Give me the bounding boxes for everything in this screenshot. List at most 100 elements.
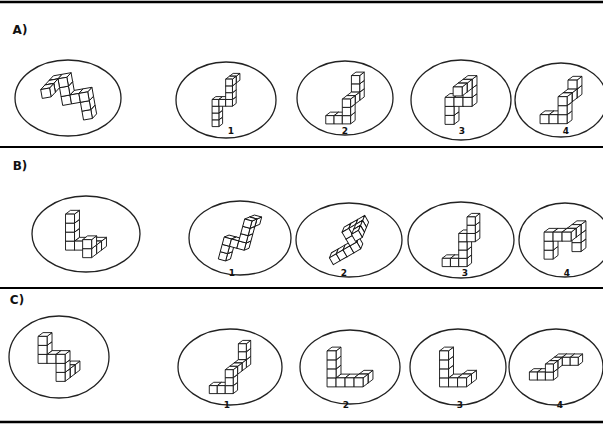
cube-face <box>544 241 553 250</box>
cube-figure <box>445 76 477 125</box>
cube-face <box>440 347 454 351</box>
cube-figure <box>440 347 477 387</box>
cube-figure <box>218 209 261 267</box>
figure-circle <box>178 329 282 405</box>
cube-figure <box>540 76 582 123</box>
cube-face <box>38 354 47 363</box>
cube-face <box>454 97 463 106</box>
cube-figure <box>544 221 586 259</box>
cube-face <box>558 115 567 124</box>
cube-face <box>38 336 47 345</box>
cube-figure <box>39 70 98 127</box>
cube-face <box>56 351 70 355</box>
cube-face <box>66 241 75 250</box>
cube-face <box>463 97 472 106</box>
cube-face <box>334 116 342 124</box>
figure-circle <box>408 202 514 278</box>
cube-face <box>537 372 545 380</box>
cube-figure <box>529 354 582 380</box>
cube-face <box>345 378 354 387</box>
cube-face <box>226 99 233 106</box>
cube-face <box>342 116 350 124</box>
cube-face <box>56 363 65 372</box>
figure-circle <box>189 201 291 275</box>
cube-face <box>327 378 336 387</box>
cube-face <box>354 378 363 387</box>
cube-face <box>38 345 47 354</box>
cube-face <box>467 225 475 233</box>
option-number: 1 <box>224 401 230 410</box>
cube-face <box>467 233 475 241</box>
cube-face <box>459 258 467 266</box>
cube-face <box>544 232 553 241</box>
option-number: 2 <box>342 127 348 136</box>
cube-face <box>217 386 225 394</box>
separator-bar <box>0 287 603 289</box>
figure-circle <box>410 329 506 405</box>
cube-face <box>558 97 567 106</box>
figure-circle <box>176 62 276 138</box>
cube-face <box>66 214 75 223</box>
cube-face <box>327 347 341 351</box>
cube-face <box>41 88 51 98</box>
cube-face <box>467 217 475 225</box>
separator-bar <box>0 421 603 424</box>
cube-face <box>570 357 578 365</box>
cube-face <box>572 221 586 225</box>
cube-face <box>445 115 454 124</box>
cube-face <box>545 372 553 380</box>
cube-face <box>354 374 368 378</box>
cube-face <box>212 99 219 106</box>
row-label: A) <box>13 24 28 36</box>
cube-face <box>549 115 558 124</box>
cube-face <box>212 113 219 120</box>
cube-face <box>463 370 477 374</box>
cube-face <box>440 360 449 369</box>
separator-bar <box>0 1 603 4</box>
option-number: 3 <box>462 269 468 278</box>
cube-face <box>351 84 359 92</box>
cube-figure <box>212 73 240 126</box>
cube-face <box>445 97 454 106</box>
cube-face <box>56 354 65 363</box>
cube-face <box>440 378 449 387</box>
cube-face <box>567 225 581 229</box>
cube-face <box>540 115 549 124</box>
cube-face <box>351 72 364 75</box>
figure-circle <box>15 60 121 136</box>
cube-figure <box>442 213 480 266</box>
cube-figure <box>326 72 364 124</box>
option-number: 3 <box>457 401 463 410</box>
cube-face <box>440 351 449 360</box>
option-number: 2 <box>341 269 347 278</box>
cube-face <box>553 232 562 241</box>
cube-face <box>453 83 467 87</box>
cube-face <box>359 370 373 374</box>
option-number: 1 <box>228 127 234 136</box>
cube-face <box>449 378 458 387</box>
option-number: 3 <box>459 127 465 136</box>
figure-circle <box>9 316 109 398</box>
cube-face <box>450 258 458 266</box>
option-number: 4 <box>563 127 569 136</box>
cube-face <box>212 106 219 113</box>
cube-face <box>219 99 226 106</box>
option-number: 1 <box>229 269 235 278</box>
cube-face <box>336 378 345 387</box>
cube-face <box>544 250 553 259</box>
cube-face <box>66 232 75 241</box>
cube-face <box>440 369 449 378</box>
figure-circle <box>296 203 402 277</box>
option-number: 4 <box>557 401 563 410</box>
figure-circle <box>509 329 603 405</box>
cube-face <box>83 236 97 240</box>
cube-figure <box>209 340 250 393</box>
cube-face <box>47 354 56 363</box>
cube-face <box>568 80 577 89</box>
cube-face <box>234 360 246 363</box>
cube-face <box>66 210 80 214</box>
figure-circle <box>515 63 603 137</box>
cube-face <box>347 92 360 95</box>
cube-figure <box>327 347 373 387</box>
